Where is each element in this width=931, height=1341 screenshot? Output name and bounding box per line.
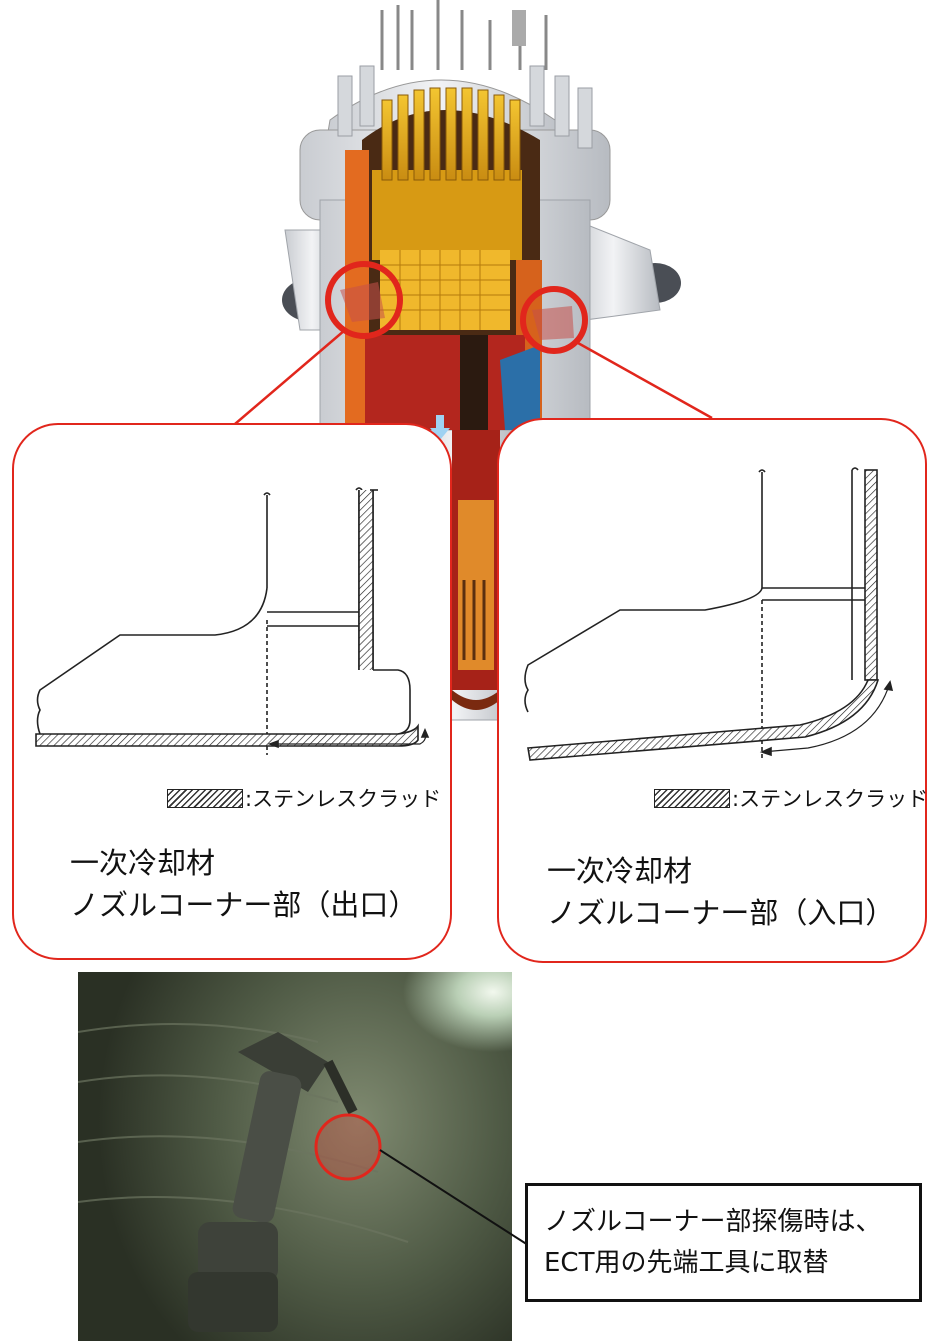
outlet-section-drawing	[35, 487, 430, 755]
hatch-swatch	[654, 788, 730, 808]
callout-line-1: ノズルコーナー部探傷時は、	[544, 1206, 882, 1237]
inlet-section-drawing	[524, 467, 894, 761]
caption-line-1: 一次冷却材	[547, 854, 693, 888]
legend-label: :ステンレスクラッド	[732, 787, 929, 811]
legend-label: :ステンレスクラッド	[245, 787, 442, 811]
caption-line-2: ノズルコーナー部（入口）	[547, 896, 895, 930]
hatch-swatch	[167, 788, 243, 808]
caption-line-1: 一次冷却材	[70, 846, 216, 880]
outlet-caption: 一次冷却材 ノズルコーナー部（出口）	[70, 842, 417, 926]
outlet-nozzle-corner-panel	[12, 423, 452, 960]
inspection-photo	[78, 972, 512, 1341]
ect-tool-callout: ノズルコーナー部探傷時は、 ECT用の先端工具に取替	[525, 1183, 922, 1302]
stainless-clad-legend-right: :ステンレスクラッド	[654, 783, 928, 813]
stainless-clad-legend-left: :ステンレスクラッド	[167, 783, 441, 813]
inlet-nozzle-corner-panel	[497, 418, 927, 963]
inlet-caption: 一次冷却材 ノズルコーナー部（入口）	[547, 850, 894, 934]
callout-line-2: ECT用の先端工具に取替	[544, 1247, 829, 1278]
robot-arm-illustration	[78, 1023, 409, 1332]
caption-line-2: ノズルコーナー部（出口）	[70, 888, 418, 922]
